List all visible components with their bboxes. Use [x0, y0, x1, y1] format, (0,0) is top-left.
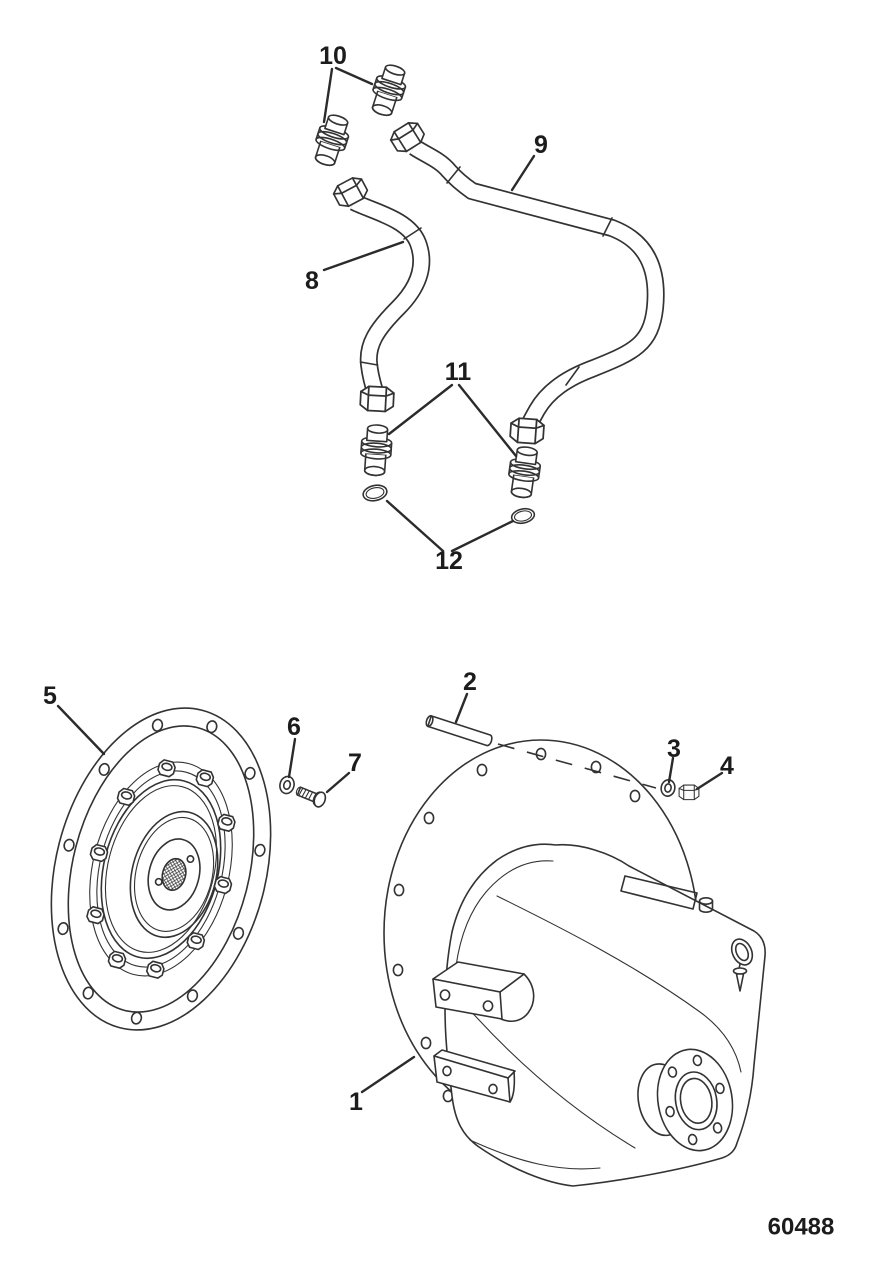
output-flange: [637, 1048, 734, 1152]
drive-plate-assembly: [50, 707, 272, 1031]
top-mounting-pad: [620, 875, 698, 910]
leader-11a: [387, 383, 454, 436]
hose-8-bottom-nut: [359, 385, 396, 413]
drive-plate-hub: [129, 810, 219, 939]
callout-4: 4: [720, 752, 734, 780]
o-ring-12a: [362, 484, 388, 502]
leader-3: [667, 756, 675, 784]
o-ring-12b: [510, 507, 536, 525]
upper-mounting-bracket: [432, 961, 535, 1023]
callout-1: 1: [349, 1088, 363, 1116]
leader-12b: [450, 519, 515, 553]
transmission-assembly: [383, 739, 766, 1187]
washer-6: [279, 775, 295, 795]
leader-1: [360, 1055, 416, 1094]
alignment-pin-2: [425, 714, 493, 747]
leader-2: [454, 692, 469, 724]
callout-7: 7: [348, 749, 362, 777]
leader-10a: [334, 66, 374, 86]
callout-5: 5: [43, 682, 57, 710]
leader-9: [510, 154, 536, 192]
connector-fitting-11a: [358, 423, 394, 478]
top-plug: [698, 896, 714, 913]
hose-9-bottom-nut: [508, 416, 546, 446]
leader-6: [287, 737, 297, 779]
bolt-7: [295, 786, 327, 808]
callout-12: 12: [435, 547, 463, 575]
leader-7: [325, 771, 351, 794]
callout-9: 9: [534, 131, 548, 159]
drawing-number: 60488: [768, 1214, 835, 1241]
oil-hose-8: [349, 193, 431, 401]
oil-hose-9: [409, 139, 665, 432]
callout-10: 10: [319, 42, 347, 70]
callout-11: 11: [445, 358, 472, 386]
leader-10b: [322, 67, 334, 124]
connector-fitting-10b: [308, 110, 355, 170]
leader-11b: [457, 383, 518, 458]
locknut-4: [678, 784, 700, 801]
leader-lines: [56, 66, 724, 1094]
leader-5: [56, 704, 106, 756]
dipstick: [730, 938, 754, 992]
callout-labels: 10 9 8 11 12 5 2 6 7 3 4 1: [43, 42, 734, 1116]
leader-8: [322, 240, 405, 272]
pin-alignment-dashed-line: [497, 743, 657, 789]
callout-8: 8: [305, 267, 319, 295]
leader-4: [695, 771, 724, 791]
connector-fitting-10a: [365, 60, 412, 120]
hub-spline-bore: [161, 857, 187, 891]
drive-plate-bolt-holes: [57, 718, 266, 1025]
callout-3: 3: [667, 735, 681, 763]
leader-12a: [385, 499, 445, 553]
lower-mounting-bracket: [433, 1049, 516, 1103]
connector-fitting-11b: [505, 444, 544, 501]
callout-2: 2: [463, 668, 477, 696]
callout-6: 6: [287, 713, 301, 741]
